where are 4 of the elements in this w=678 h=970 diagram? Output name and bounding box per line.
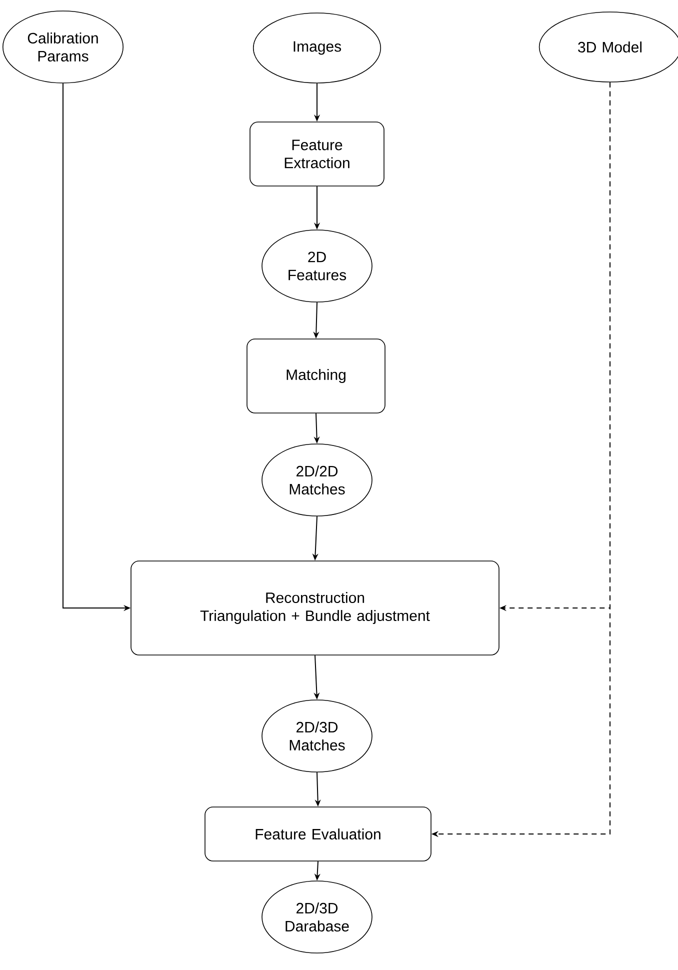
process-box: Feature Evaluation <box>204 806 432 862</box>
process-box: Feature Extraction <box>250 122 384 186</box>
process-box: Reconstruction Triangulation + Bundle adjustment <box>130 560 500 656</box>
process-box: Matching <box>246 338 386 414</box>
